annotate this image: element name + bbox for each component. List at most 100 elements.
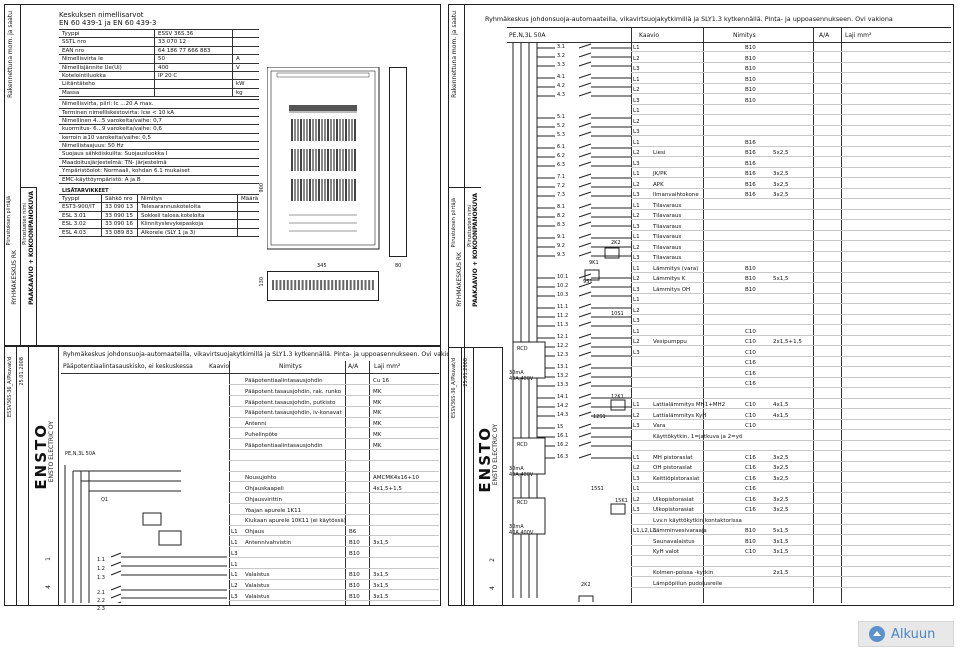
breaker-symbol	[578, 221, 592, 227]
terminal-block	[300, 149, 302, 171]
circuit-row: Kiukaan apurele 10K11 (ei käytössä)	[229, 517, 439, 526]
cable-type: 3x1,5	[373, 540, 389, 546]
contactor-coil	[578, 595, 594, 602]
phase: L1	[633, 454, 640, 461]
ref-1-2: 1.2	[97, 566, 105, 572]
terminal-block	[321, 149, 323, 171]
parts-cell: ESL 3.01	[62, 212, 87, 219]
breaker-rating: B16	[745, 150, 756, 156]
label-rcd-rating-2: 30mA 40A,400V	[509, 466, 534, 478]
right-drawing-subject: RYHMÄKESKUS RK	[456, 252, 463, 307]
spec-key: Nimellisvirta Ie	[62, 56, 104, 63]
spec-extra-rows: Nimellisvirta, piiri: Ic ...20 A max.Ter…	[59, 99, 259, 185]
spec-extra-row: Maadoitusjärjestelmä: TN- järjestelmä	[59, 159, 259, 168]
breaker-rating: B10	[745, 76, 756, 83]
breaker-symbol	[578, 122, 592, 128]
circuit-ref: 3.1	[557, 44, 565, 50]
cable-type: 3x2,5	[773, 171, 789, 177]
circuit-name: Lvv.n käyttökytkin kontaktorissa	[653, 517, 742, 524]
breaker-rating: B10	[745, 66, 756, 72]
terminal-block	[336, 119, 338, 141]
drawing-subject: RYHMÄKESKUS RK	[11, 250, 18, 305]
terminal-block	[300, 179, 302, 201]
phase: L3	[633, 97, 640, 104]
breaker-symbol	[578, 52, 592, 58]
terminal-block	[339, 119, 341, 141]
knockout-mark	[320, 280, 323, 290]
spec-extra-row: Suojaus sähköiskuilta: Suojausluokka I	[59, 150, 259, 159]
terminal-block	[291, 149, 293, 171]
cable-type: 3x2,5	[773, 454, 789, 461]
terminal-block	[351, 179, 353, 201]
parts-header-cell: Tyyppi	[62, 196, 80, 203]
circuit-ref: 13.3	[557, 382, 569, 388]
terminal-block	[291, 119, 293, 141]
parts-cell: ESL 3.02	[62, 221, 87, 228]
spec-extra-text: Suojaus sähköiskuilta: Suojausluokka I	[62, 151, 168, 158]
phase: L1	[633, 108, 640, 114]
parts-cell: Alkorele (SLY 1 ja 3)	[137, 228, 237, 236]
ref-2-1: 2.1	[97, 590, 105, 596]
knockout-mark	[316, 280, 319, 290]
terminal-block	[324, 119, 326, 141]
phase: L2	[633, 339, 640, 345]
cable-type: MK	[373, 442, 382, 449]
parts-cell: Telesarannuskoteloita	[137, 203, 237, 211]
parts-header-cell: Sähkö nro	[101, 195, 137, 203]
breaker-rating: B10	[745, 286, 756, 293]
circuit-name: Ulkopistorasiat	[653, 507, 694, 513]
contactor-coil	[610, 503, 626, 515]
back-to-top-button[interactable]: Alkuun	[858, 621, 954, 647]
knockout-mark	[357, 280, 360, 290]
breaker-symbol	[578, 251, 592, 257]
spec-extra-row: Terminen nimelliskestovirta: Icw < 10 kA	[59, 109, 259, 117]
circuit-name: Vara	[653, 423, 666, 429]
label-15s1: 15S1	[591, 486, 604, 492]
label-12s1: 12S1	[593, 414, 606, 420]
phase: L1	[633, 202, 640, 209]
knockout-mark	[346, 280, 348, 290]
enclosure-bottom-view	[267, 271, 379, 301]
breaker-symbol	[578, 441, 592, 447]
terminal-block	[312, 149, 314, 171]
left-top-title-block: Piirustusten nimi PÄÄKAAVIO + KOKOONPANO…	[21, 187, 37, 345]
spec-extra-text: Ympäristöolot: Normaali, kohdan 6.1 muka…	[62, 168, 190, 175]
label-rcd-2: RCD	[517, 442, 528, 448]
right-col-nimitys: Nimitys	[733, 32, 756, 39]
spec-key: EAN nro	[62, 47, 85, 54]
cable-type: 3x1,5	[373, 583, 389, 590]
terminal-block	[351, 119, 353, 141]
knockout-mark	[360, 280, 363, 290]
breaker-symbol	[578, 91, 592, 97]
knockout-mark	[309, 280, 311, 290]
cable-type: 3x1,5	[773, 538, 789, 545]
knockout-mark	[338, 280, 341, 290]
strip-top-text: Rakennettuna mom. ja saatu	[7, 11, 14, 98]
cable-type: MK	[373, 410, 382, 417]
terminal-block	[309, 119, 311, 141]
circuit-row: Käyttökytkin, 1=jatkuva ja 2=yö	[631, 433, 951, 441]
terminal-block	[330, 149, 332, 171]
breaker-rating: B10	[745, 538, 756, 545]
rcd-device	[512, 497, 546, 535]
circuit-row: C16	[631, 380, 951, 389]
terminal-block	[339, 179, 341, 201]
cable-type: MK	[373, 421, 382, 428]
circuit-row: L1	[631, 107, 951, 116]
terminal-block	[336, 149, 338, 171]
knockout-mark	[349, 280, 352, 290]
parts-cell: Kiinnityslevykepaskoja	[137, 220, 237, 228]
right-ensto-company: ENSTO ELECTRIC OY	[492, 424, 499, 486]
circuit-name: Valaistus	[245, 594, 270, 600]
